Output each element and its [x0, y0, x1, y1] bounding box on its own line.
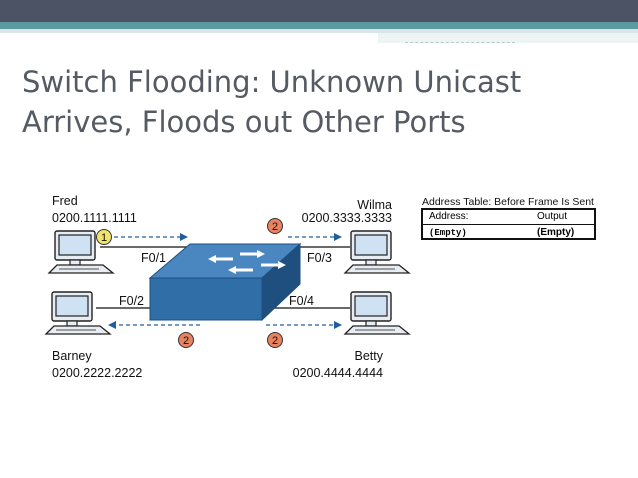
header-accent-line	[405, 42, 515, 44]
svg-text:2: 2	[272, 221, 278, 233]
host-name-betty: Betty	[355, 349, 384, 363]
address-table-col-address: Address:	[429, 211, 469, 222]
svg-text:2: 2	[183, 335, 189, 347]
host-name-fred: Fred	[52, 194, 78, 208]
address-table: Address: Output (Empty) (Empty)	[421, 208, 596, 240]
pc-barney-icon	[45, 291, 111, 335]
host-mac-barney: 0200.2222.2222	[52, 366, 142, 380]
header-band-light	[0, 29, 638, 33]
header-band-teal	[0, 22, 638, 29]
address-table-row-address: (Empty)	[429, 228, 467, 238]
slide-title-line-1: Switch Flooding: Unknown Unicast	[22, 65, 522, 99]
host-mac-betty: 0200.4444.4444	[293, 366, 383, 380]
address-table-row-output: (Empty)	[537, 227, 575, 238]
port-label-fred: F0/1	[141, 251, 166, 265]
port-label-betty: F0/4	[289, 294, 314, 308]
port-label-barney: F0/2	[119, 294, 144, 308]
host-mac-wilma: 0200.3333.3333	[302, 211, 392, 225]
step-badge-barney: 2	[178, 332, 194, 348]
step-badge-betty: 2	[267, 332, 283, 348]
host-name-wilma: Wilma	[357, 198, 392, 212]
step-badge-wilma: 2	[267, 218, 283, 234]
address-table-col-output: Output	[537, 211, 568, 222]
svg-text:1: 1	[101, 232, 107, 244]
header-band-dark	[0, 0, 638, 22]
address-table-title: Address Table: Before Frame Is Sent	[422, 196, 594, 208]
svg-text:2: 2	[272, 335, 278, 347]
host-name-barney: Barney	[52, 349, 92, 363]
slide-title-line-2: Arrives, Floods out Other Ports	[22, 105, 466, 139]
address-table-row: (Empty) (Empty)	[423, 225, 594, 239]
port-label-wilma: F0/3	[307, 251, 332, 265]
host-mac-fred: 0200.1111.1111	[52, 211, 137, 225]
step-badge-ingress: 1	[96, 229, 112, 245]
pc-betty-icon	[344, 291, 410, 335]
header-accent-box	[378, 33, 638, 43]
address-table-header-row: Address: Output	[423, 210, 594, 225]
pc-wilma-icon	[344, 230, 410, 274]
slide-title: Switch Flooding: Unknown Unicast Arrives…	[22, 62, 622, 142]
switch-icon	[148, 242, 302, 322]
